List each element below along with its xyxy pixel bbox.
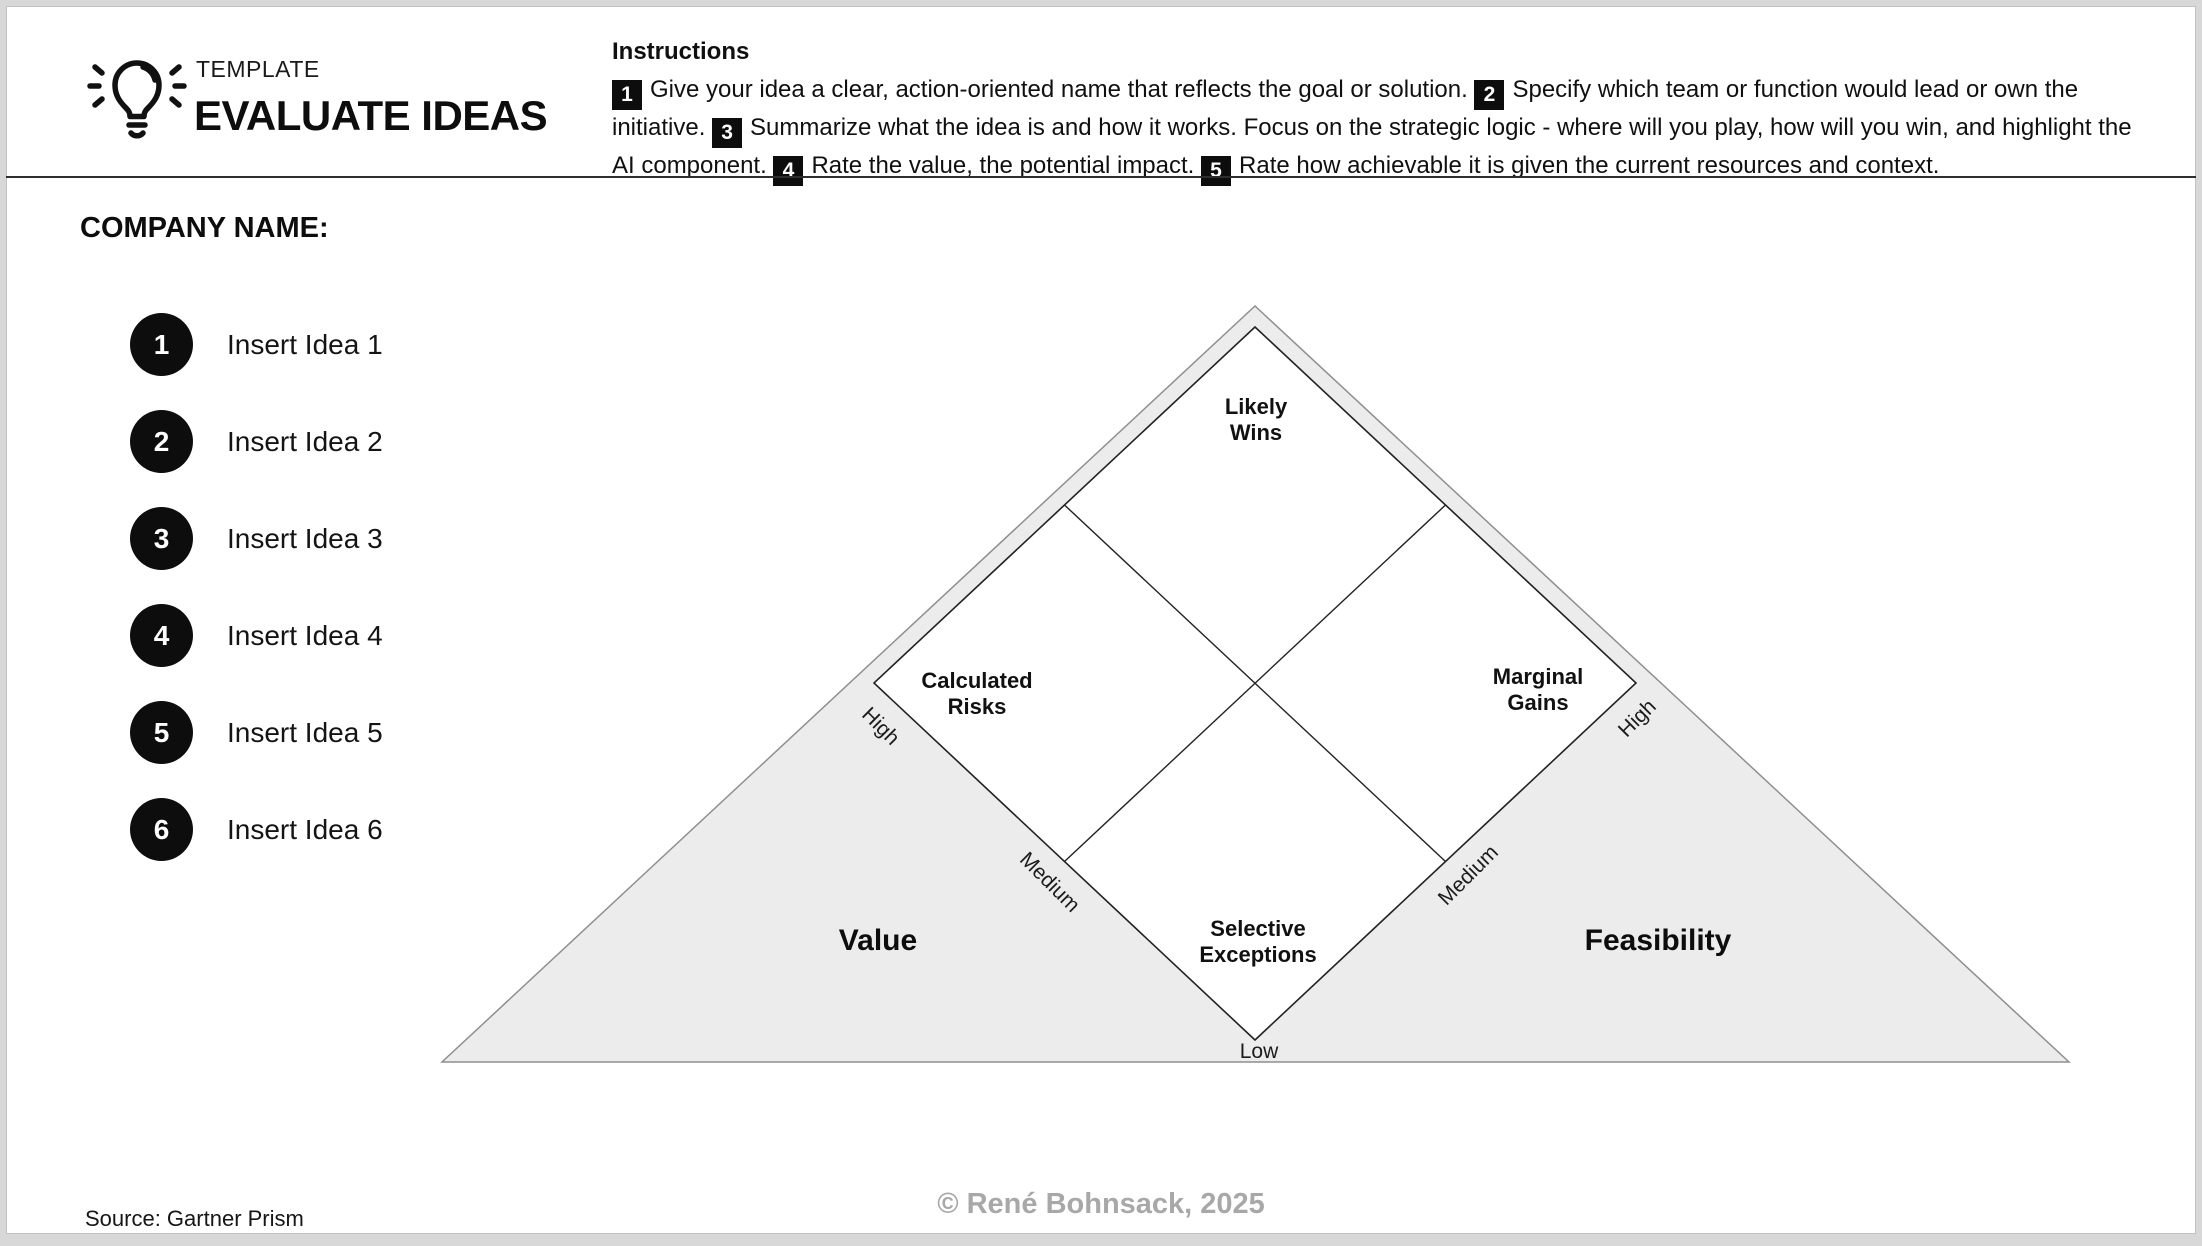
idea-number-badge: 2	[130, 410, 193, 473]
idea-list-item[interactable]: 3 Insert Idea 3	[130, 507, 383, 570]
instructions-block: Instructions 1 Give your idea a clear, ac…	[612, 34, 2140, 186]
quadrant-calculated-risks-line1: Calculated	[921, 668, 1032, 693]
template-kicker: TEMPLATE	[196, 56, 320, 82]
idea-list-item[interactable]: 4 Insert Idea 4	[130, 604, 383, 667]
idea-number-badge: 3	[130, 507, 193, 570]
company-name-label[interactable]: COMPANY NAME:	[80, 212, 329, 244]
quadrant-marginal-gains-line2: Gains	[1507, 690, 1568, 715]
step-number-badge: 4	[773, 155, 804, 186]
idea-list-item[interactable]: 2 Insert Idea 2	[130, 410, 383, 473]
axis-tick-low: Low	[1240, 1040, 1279, 1063]
idea-number-badge: 6	[130, 798, 193, 861]
idea-list: 1 Insert Idea 1 2 Insert Idea 2 3 Insert…	[130, 313, 383, 861]
idea-number-badge: 1	[130, 313, 193, 376]
step-number-badge: 2	[1474, 79, 1505, 110]
idea-list-item[interactable]: 5 Insert Idea 5	[130, 701, 383, 764]
step-text: Rate the value, the potential impact.	[811, 151, 1202, 179]
diamond-grid-line	[1064, 504, 1446, 863]
source-attribution: Source: Gartner Prism	[85, 1206, 304, 1231]
idea-label[interactable]: Insert Idea 2	[227, 425, 383, 457]
step-text: Summarize what the idea is and how it wo…	[612, 113, 2132, 179]
step-number-badge: 1	[612, 79, 642, 110]
step-number-badge: 5	[1201, 155, 1232, 186]
idea-label[interactable]: Insert Idea 3	[227, 522, 383, 554]
instructions-text: 1 Give your idea a clear, action-oriented…	[612, 72, 2140, 186]
header-divider	[6, 176, 2196, 178]
step-number-badge: 3	[712, 117, 743, 148]
lightbulb-icon	[87, 60, 187, 139]
idea-label[interactable]: Insert Idea 5	[227, 716, 383, 748]
quadrant-selective-exceptions-line1: Selective	[1210, 916, 1305, 941]
idea-number-badge: 5	[130, 701, 193, 764]
idea-number-badge: 4	[130, 604, 193, 667]
copyright-notice: © René Bohnsack, 2025	[937, 1188, 1265, 1220]
idea-list-item[interactable]: 6 Insert Idea 6	[130, 798, 383, 861]
instructions-heading: Instructions	[612, 38, 750, 65]
quadrant-likely-wins-line2: Wins	[1230, 420, 1282, 445]
page-title: EVALUATE IDEAS	[194, 92, 548, 139]
idea-label[interactable]: Insert Idea 6	[227, 813, 383, 845]
step-text: Rate how achievable it is given the curr…	[1239, 151, 1940, 179]
quadrant-calculated-risks-line2: Risks	[948, 694, 1007, 719]
step-text: Specify which team or function would lea…	[612, 75, 2079, 141]
idea-label[interactable]: Insert Idea 1	[227, 328, 383, 360]
step-text: Give your idea a clear, action-oriented …	[650, 75, 1475, 103]
axis-title-feasibility: Feasibility	[1585, 924, 1732, 957]
quadrant-marginal-gains-line1: Marginal	[1493, 664, 1583, 689]
quadrant-likely-wins-line1: Likely	[1225, 394, 1288, 419]
idea-label[interactable]: Insert Idea 4	[227, 619, 383, 651]
axis-title-value: Value	[839, 924, 917, 957]
quadrant-selective-exceptions-line2: Exceptions	[1199, 942, 1316, 967]
idea-list-item[interactable]: 1 Insert Idea 1	[130, 313, 383, 376]
